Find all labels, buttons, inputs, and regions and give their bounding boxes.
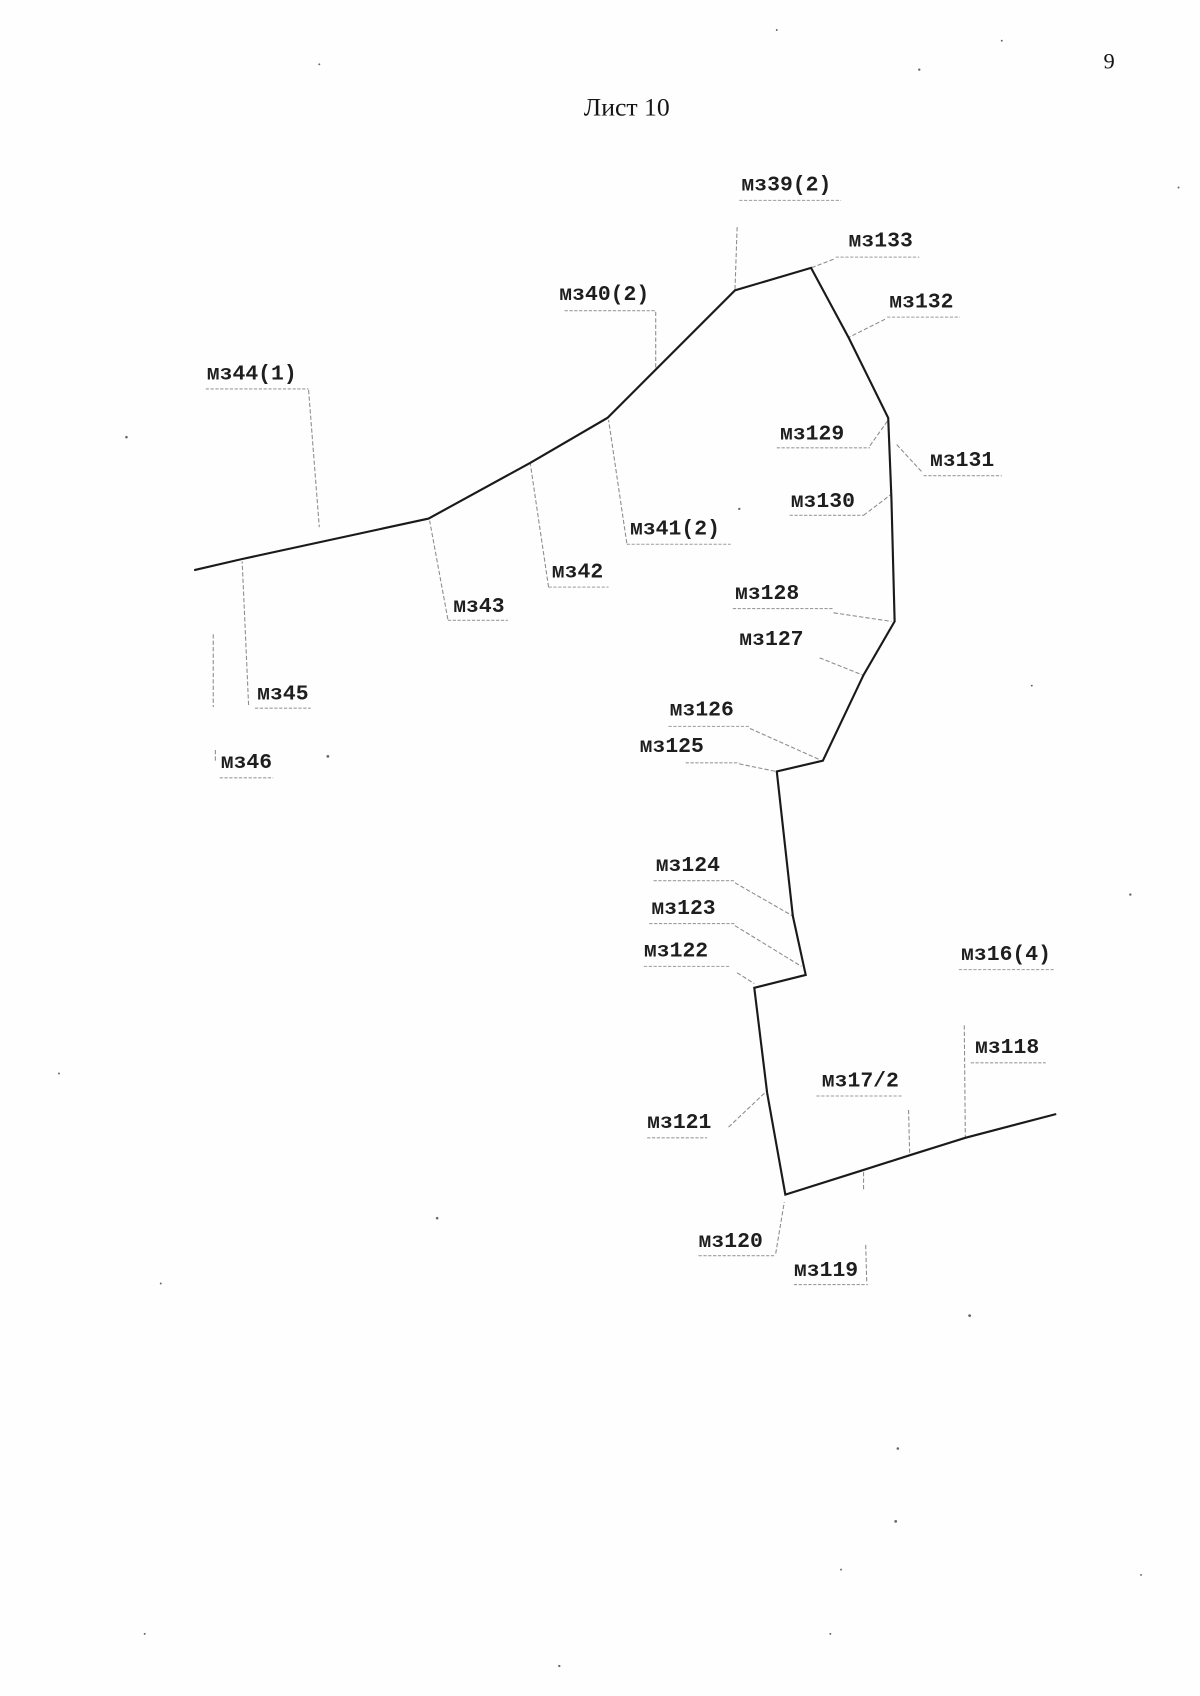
scan-speck bbox=[435, 1216, 439, 1220]
point-label: мз130 bbox=[791, 490, 855, 514]
point-labels: мз39(2) мз133 мз40(2) мз132 мз44(1) мз12… bbox=[207, 174, 1051, 1283]
scan-speck bbox=[326, 755, 330, 758]
leader-line bbox=[308, 389, 320, 528]
scan-speck bbox=[1030, 684, 1033, 687]
point-label: мз132 bbox=[889, 290, 953, 314]
scan-speck bbox=[1140, 1573, 1143, 1576]
page-number: 9 bbox=[1104, 49, 1115, 74]
scan-speck bbox=[918, 68, 921, 71]
point-label: мз40(2) bbox=[559, 283, 649, 307]
boundary-line bbox=[193, 266, 1057, 1196]
point-label: мз123 bbox=[651, 897, 715, 921]
point-label: мз17/2 bbox=[822, 1069, 899, 1093]
leader-line bbox=[895, 443, 922, 472]
point-label: мз119 bbox=[794, 1259, 858, 1283]
point-label: мз122 bbox=[644, 940, 708, 964]
point-label: мз43 bbox=[453, 595, 504, 619]
scan-speck bbox=[968, 1314, 972, 1318]
leader-line bbox=[728, 1090, 768, 1128]
scan-speck bbox=[775, 29, 778, 31]
point-label: мз16(4) bbox=[961, 943, 1051, 967]
leader-line bbox=[848, 318, 886, 338]
leader-line bbox=[734, 925, 802, 967]
sheet-title: Лист 10 bbox=[584, 93, 670, 122]
scan-speck bbox=[125, 435, 128, 439]
point-label: мз41(2) bbox=[630, 518, 720, 542]
point-label: мз42 bbox=[552, 560, 603, 584]
leader-line bbox=[734, 882, 794, 917]
scan-speck bbox=[840, 1568, 843, 1571]
scan-speck bbox=[894, 1519, 898, 1523]
label-underlines bbox=[205, 199, 1056, 1286]
scan-specks bbox=[57, 29, 1180, 1668]
scan-speck bbox=[159, 1282, 162, 1285]
leader-line bbox=[749, 728, 820, 761]
leader-line bbox=[819, 657, 863, 676]
scan-speck bbox=[1177, 186, 1180, 189]
leader-line bbox=[608, 419, 628, 544]
point-label: мз131 bbox=[930, 449, 994, 473]
point-label: мз120 bbox=[699, 1230, 763, 1254]
leader-line bbox=[241, 561, 250, 705]
point-label: мз125 bbox=[640, 735, 704, 759]
point-label: мз129 bbox=[780, 422, 844, 446]
leader-lines bbox=[212, 227, 966, 1284]
leader-line bbox=[869, 419, 889, 447]
scan-speck bbox=[143, 1632, 146, 1635]
point-label: мз44(1) bbox=[207, 362, 297, 386]
point-label: мз46 bbox=[221, 751, 272, 775]
point-label: мз126 bbox=[670, 699, 734, 723]
scan-speck bbox=[896, 1447, 900, 1450]
leader-line bbox=[775, 1202, 785, 1254]
scan-speck bbox=[1129, 893, 1132, 896]
scan-speck bbox=[318, 63, 321, 66]
leader-line bbox=[833, 612, 892, 622]
leader-line bbox=[908, 1109, 911, 1153]
point-label: мз124 bbox=[656, 854, 720, 878]
leader-line bbox=[865, 1244, 868, 1284]
scan-speck bbox=[558, 1664, 561, 1668]
point-label: мз39(2) bbox=[741, 174, 831, 198]
point-label: мз127 bbox=[739, 628, 803, 652]
scan-speck bbox=[57, 1072, 60, 1075]
point-label: мз133 bbox=[849, 229, 913, 253]
leader-line bbox=[529, 463, 550, 588]
leader-line bbox=[963, 1025, 966, 1138]
scan-speck bbox=[1000, 39, 1003, 42]
point-label: мз45 bbox=[257, 683, 308, 707]
point-label: мз118 bbox=[975, 1036, 1039, 1060]
point-label: мз121 bbox=[647, 1111, 711, 1135]
scan-speck bbox=[829, 1632, 832, 1635]
leader-line bbox=[739, 763, 776, 772]
point-label: мз128 bbox=[735, 582, 799, 606]
leader-line bbox=[736, 972, 755, 984]
leader-line bbox=[863, 494, 891, 516]
scan-speck bbox=[738, 507, 741, 511]
leader-line bbox=[734, 227, 738, 290]
leader-line bbox=[429, 520, 449, 620]
leader-line bbox=[810, 258, 834, 269]
